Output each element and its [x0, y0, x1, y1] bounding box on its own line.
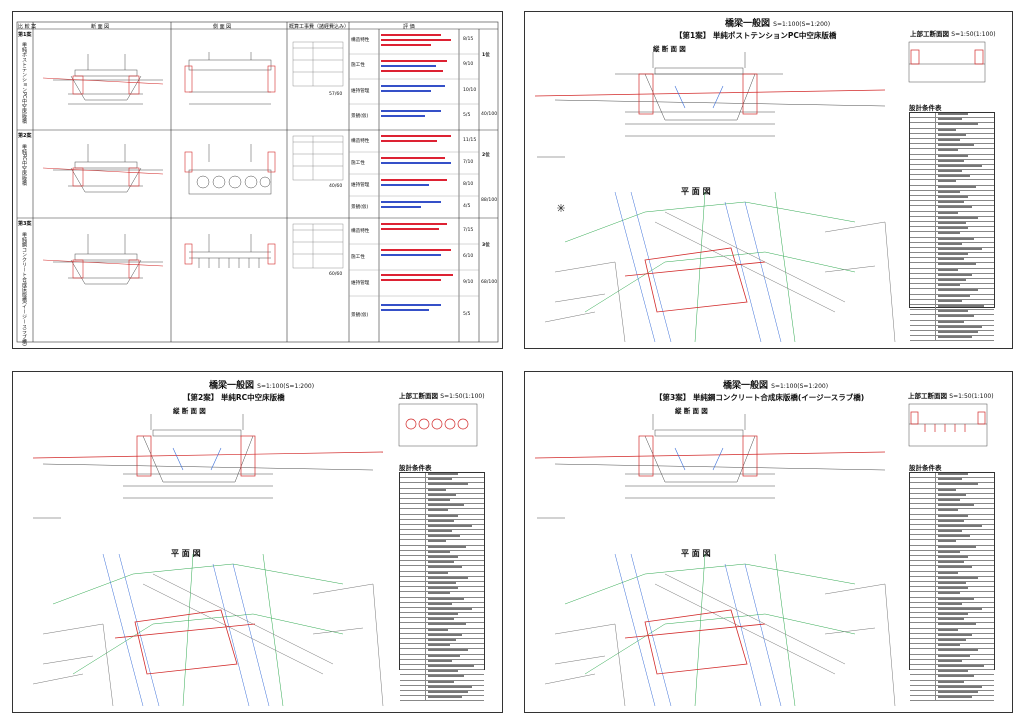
case-2-item-2: 施工性	[351, 161, 365, 166]
case-1-item-2: 施工性	[351, 63, 365, 68]
comparison-table-grid	[16, 21, 499, 343]
header-cost: 概算工事費（諸経費込み）	[289, 24, 350, 30]
case-3-item-1: 構造特性	[351, 229, 370, 234]
case-2-id: 第2案	[18, 133, 32, 139]
sheet-3-conditions-table	[909, 472, 995, 702]
case-1-score-2: 9/10	[463, 62, 474, 67]
sheet-1-header: 橋梁一般図 S=1:100(S=1:200)	[725, 19, 831, 29]
sheet-2-conditions-title: 設計条件表	[399, 464, 432, 472]
case-2-score-2: 7/10	[463, 160, 474, 165]
sheet-2-drawing	[32, 403, 478, 707]
header-side: 側 面 図	[213, 24, 232, 30]
case-1-score-4: 5/5	[463, 113, 471, 118]
header-evaluation: 評 価	[403, 24, 415, 30]
sheet-2-header: 橋梁一般図 S=1:100(S=1:200)	[209, 381, 315, 391]
case-2-item-3: 維持管理	[351, 183, 370, 188]
case-2-item-4: 景観(仮)	[351, 205, 369, 210]
sheet-3-cross-label: 上部工断面図 S=1:50(1:100)	[908, 392, 994, 400]
case-3-rank: 3位	[482, 243, 490, 248]
comparison-table-sheet: 比 較 案 断 面 図 側 面 図 概算工事費（諸経費込み） 評 価 第1案 単…	[12, 11, 503, 349]
case-3-score-3: 9/10	[463, 280, 474, 285]
sheet-1-longitudinal-label: 縦 断 面 図	[653, 45, 686, 53]
case-3-cost: 60/60	[329, 272, 343, 277]
sheet-1-plan-label: 平 面 図	[681, 187, 711, 196]
sheet-3-plan-label: 平 面 図	[681, 549, 711, 558]
sheet-2-cross-label: 上部工断面図 S=1:50(1:100)	[399, 392, 485, 400]
case-2-total: 88/100	[481, 198, 498, 203]
sheet-3-subtitle: 【第3案】 単純鋼コンクリート合成床版橋(イージースラブ橋)	[655, 393, 865, 402]
case-1-total: 40/100	[481, 112, 498, 117]
sheet-3-longitudinal-label: 縦 断 面 図	[675, 407, 708, 415]
sheet-1-drawing	[534, 41, 986, 343]
case-1-item-4: 景観(仮)	[351, 114, 369, 119]
case-1-name: 単純ポストテンションPC中空床版橋	[21, 42, 27, 124]
case-3-item-3: 維持管理	[351, 281, 370, 286]
case-3-score-4: 5/5	[463, 312, 471, 317]
header-section: 断 面 図	[91, 24, 110, 30]
header-case: 比 較 案	[18, 24, 37, 30]
case-1-score-3: 10/10	[463, 88, 477, 93]
case-3-item-2: 施工性	[351, 255, 365, 260]
sheet-1-conditions-title: 設計条件表	[909, 104, 942, 112]
sheet-1-conditions-table	[909, 112, 995, 342]
case-2-item-1: 構造特性	[351, 139, 370, 144]
sheet-1-subtitle: 【第1案】 単純ポストテンションPC中空床版橋	[675, 31, 837, 40]
sheet-2-conditions-table	[399, 472, 485, 702]
case-1-cost: 57/60	[329, 92, 343, 97]
case-3-id: 第3案	[18, 221, 32, 227]
drawing-sheet-1: 橋梁一般図 S=1:100(S=1:200) 【第1案】 単純ポストテンションP…	[524, 11, 1013, 349]
case-3-total: 68/100	[481, 280, 498, 285]
sheet-2-plan-label: 平 面 図	[171, 549, 201, 558]
case-2-score-4: 4/5	[463, 204, 471, 209]
case-2-score-1: 11/15	[463, 138, 477, 143]
sheet-3-conditions-title: 設計条件表	[909, 464, 942, 472]
case-3-score-2: 6/10	[463, 254, 474, 259]
case-2-name: 単純RC中空床版橋	[21, 144, 27, 186]
case-2-cost: 40/60	[329, 184, 343, 189]
case-3-name: 単純鋼コンクリート合成床版橋(イージースラブ橋)	[21, 232, 27, 346]
sheet-3-drawing	[534, 403, 988, 707]
case-2-score-3: 8/10	[463, 182, 474, 187]
case-3-item-4: 景観(仮)	[351, 313, 369, 318]
case-3-score-1: 7/15	[463, 228, 474, 233]
case-1-rank: 1位	[482, 53, 490, 58]
case-1-item-3: 維持管理	[351, 89, 370, 94]
case-1-item-1: 構造特性	[351, 38, 370, 43]
case-1-id: 第1案	[18, 32, 32, 38]
sheet-2-longitudinal-label: 縦 断 面 図	[173, 407, 206, 415]
sheet-2-subtitle: 【第2案】 単純RC中空床版橋	[183, 393, 285, 402]
case-2-rank: 2位	[482, 153, 490, 158]
case-1-score-1: 8/15	[463, 37, 474, 42]
sheet-1-cross-label: 上部工断面図 S=1:50(1:100)	[910, 30, 996, 38]
drawing-sheet-2: 橋梁一般図 S=1:100(S=1:200) 【第2案】 単純RC中空床版橋 縦…	[12, 371, 503, 713]
sheet-3-header: 橋梁一般図 S=1:100(S=1:200)	[723, 381, 829, 391]
drawing-sheet-3: 橋梁一般図 S=1:100(S=1:200) 【第3案】 単純鋼コンクリート合成…	[524, 371, 1013, 713]
